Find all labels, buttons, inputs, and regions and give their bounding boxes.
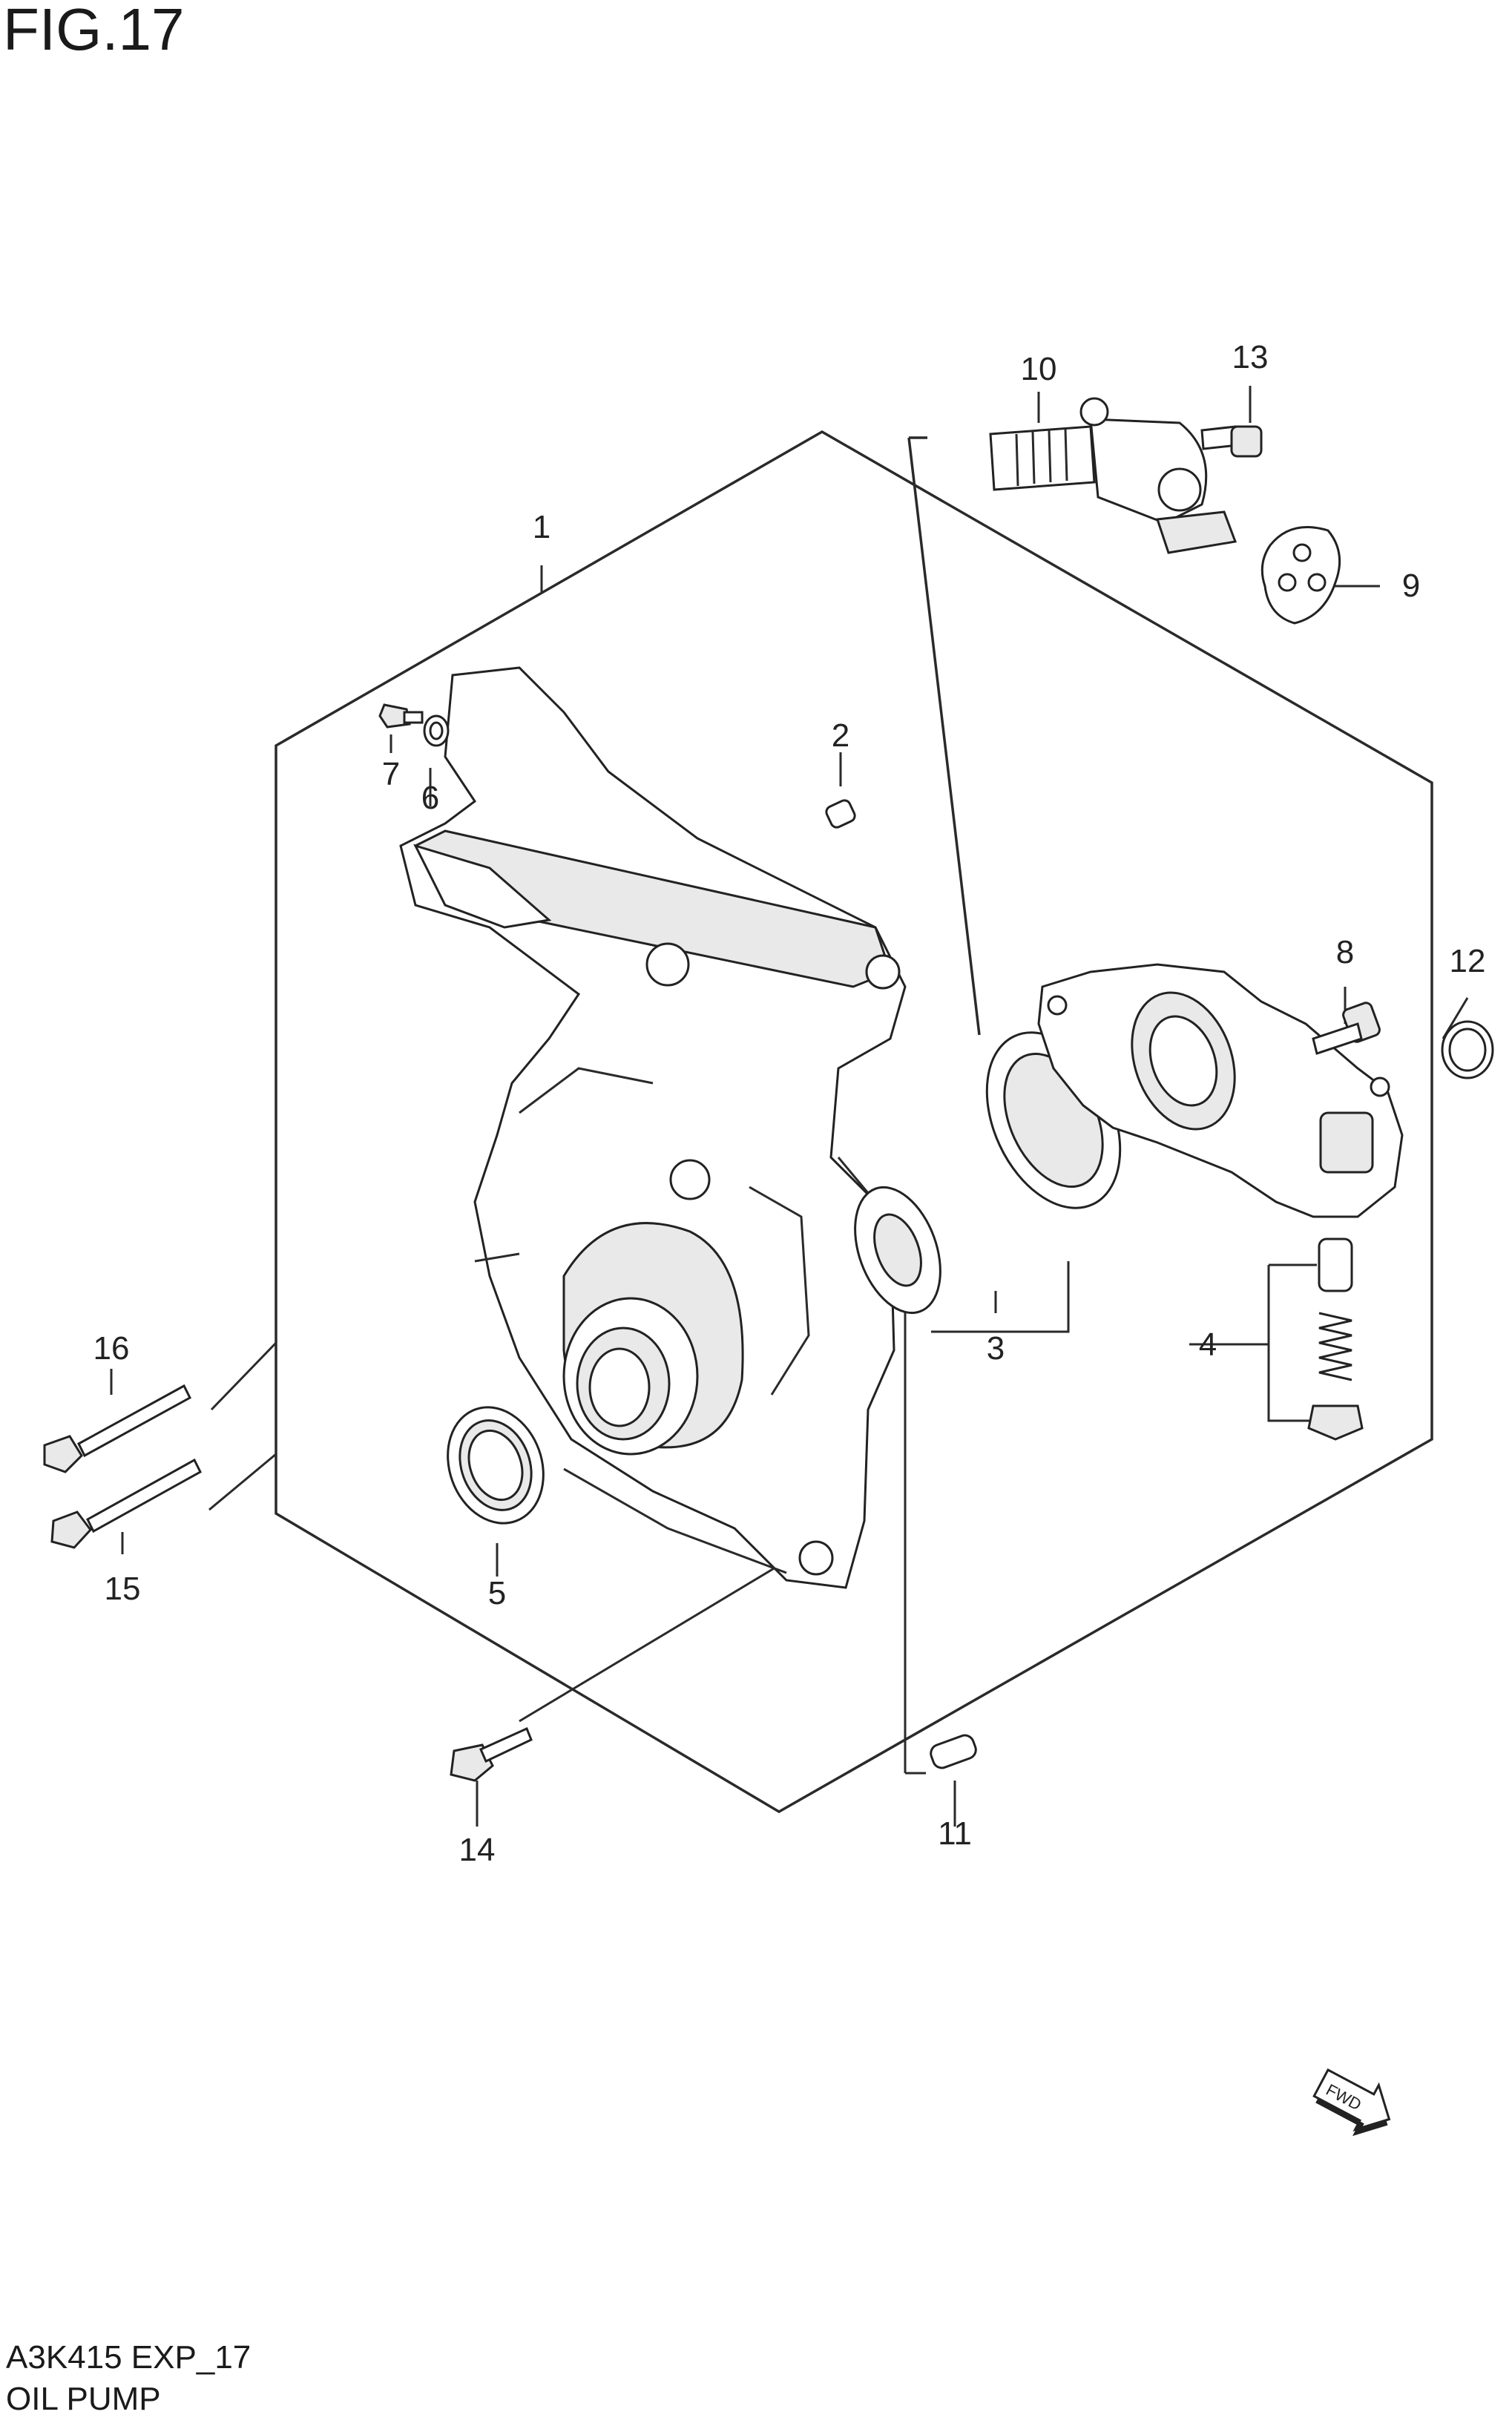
relief-valve-set xyxy=(1307,1237,1364,1441)
callout-labels: 1 2 3 4 5 6 7 8 9 10 11 12 13 14 15 16 xyxy=(93,339,1486,1868)
subgroup-box-lower xyxy=(904,1276,926,1775)
callout-5: 5 xyxy=(488,1575,506,1611)
oil-seal-5 xyxy=(447,1406,545,1525)
callout-12: 12 xyxy=(1450,943,1486,979)
bolt-7 xyxy=(378,703,424,729)
callout-3: 3 xyxy=(987,1330,1005,1367)
callout-11: 11 xyxy=(938,1815,972,1852)
oil-control-valve-10 xyxy=(989,397,1237,554)
pump-subgroup-box xyxy=(907,436,981,1036)
dowel-pin-2 xyxy=(825,799,856,829)
callout-1: 1 xyxy=(533,509,550,545)
timing-cover-housing xyxy=(399,666,907,1589)
callout-13: 13 xyxy=(1232,339,1269,375)
diagram-name: OIL PUMP xyxy=(6,2381,161,2417)
fwd-arrow-icon: FWD xyxy=(1312,2068,1391,2137)
callout-7: 7 xyxy=(382,756,400,792)
callout-2: 2 xyxy=(832,717,849,754)
callout-10: 10 xyxy=(1021,351,1057,387)
callout-8: 8 xyxy=(1336,934,1354,970)
callout-9: 9 xyxy=(1402,568,1420,604)
assembly-box xyxy=(275,430,1433,1814)
callout-16: 16 xyxy=(93,1330,130,1367)
gasket-9 xyxy=(1260,526,1341,625)
bolt-15 xyxy=(50,1458,202,1549)
dowel-pin-11 xyxy=(930,1734,977,1769)
o-ring-12 xyxy=(1441,1020,1494,1079)
oil-pump-cover xyxy=(1037,963,1404,1218)
callout-15: 15 xyxy=(105,1571,141,1607)
bolt-8 xyxy=(1312,1002,1381,1055)
bolt-14 xyxy=(450,1726,533,1782)
bolt-13 xyxy=(1200,425,1263,458)
diagram-code: A3K415 EXP_17 xyxy=(6,2339,252,2376)
leader-lines xyxy=(110,386,1469,1827)
callout-14: 14 xyxy=(459,1832,496,1868)
figure-title: FIG.17 xyxy=(3,0,185,62)
bolt-16 xyxy=(43,1384,191,1473)
callout-4: 4 xyxy=(1199,1327,1217,1363)
callout-6: 6 xyxy=(421,780,439,816)
washer-6 xyxy=(423,714,450,747)
